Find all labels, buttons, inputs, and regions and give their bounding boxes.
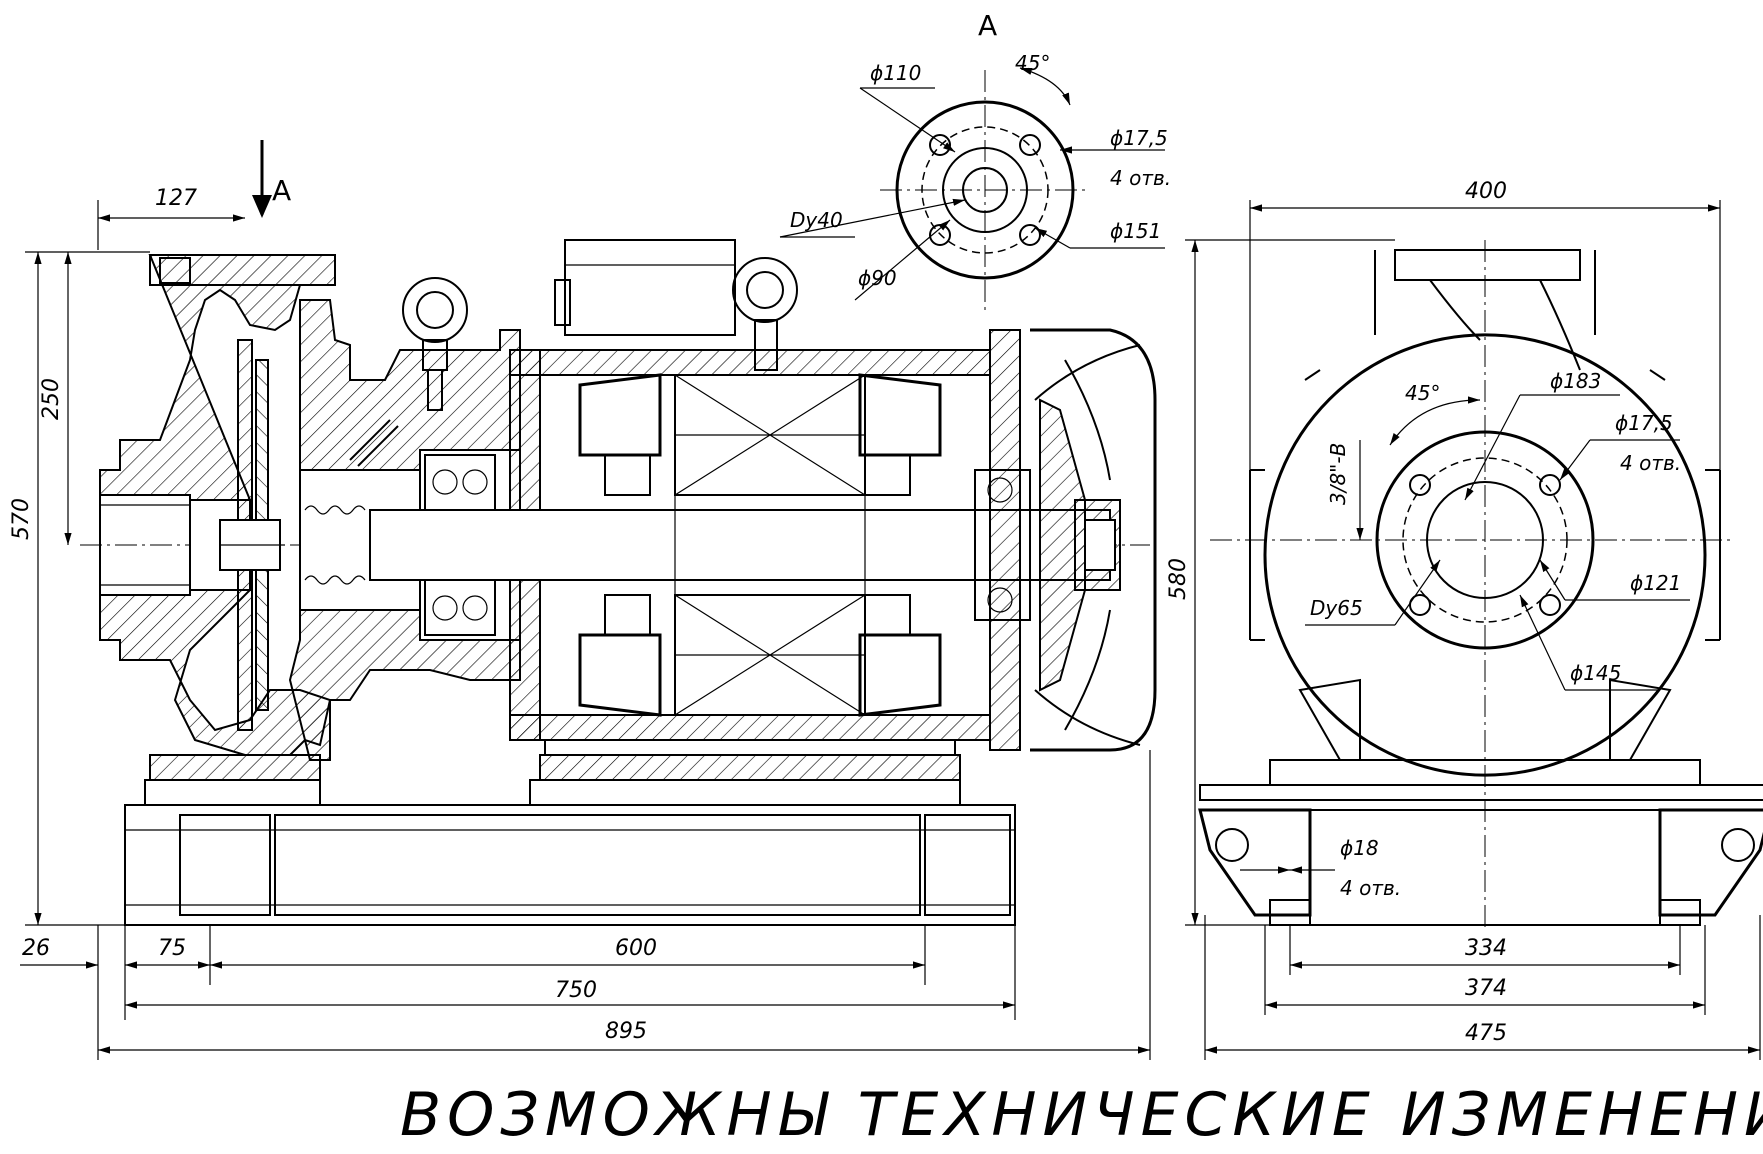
dim-75: 75 — [158, 936, 186, 961]
end-dia-18: ϕ18 — [1340, 836, 1379, 860]
end-holes: 4 отв. — [1620, 451, 1681, 475]
end-view: 400 580 45° ϕ183 ϕ17,5 4 отв. 3/8"-B ϕ12… — [1166, 179, 1763, 1060]
flange-a-dia-17-5: ϕ17,5 — [1110, 126, 1168, 150]
dim-570: 570 — [9, 498, 34, 540]
electric-motor — [369, 239, 1157, 756]
end-dia-183: ϕ183 — [1550, 369, 1601, 393]
flange-view-a: A 45° ϕ110 ϕ17,5 4 отв. Dy40 ϕ151 ϕ90 — [779, 9, 1171, 310]
side-section-view: A 127 250 570 26 75 — [9, 140, 1157, 1060]
dim-750: 750 — [555, 978, 597, 1003]
dim-127: 127 — [155, 186, 197, 211]
base-frame — [124, 754, 1016, 926]
end-dim-475: 475 — [1465, 1021, 1507, 1046]
end-dia-17-5: ϕ17,5 — [1615, 411, 1673, 435]
side-view-dimensions: 127 250 570 26 75 600 750 — [9, 186, 1151, 1060]
dim-895: 895 — [605, 1019, 647, 1044]
impeller — [219, 339, 285, 731]
flange-a-angle-45: 45° — [1015, 51, 1050, 75]
end-dim-400: 400 — [1465, 179, 1507, 204]
flange-a-holes: 4 отв. — [1110, 166, 1171, 190]
flange-a-dia-110: ϕ110 — [870, 61, 921, 85]
flange-a-dia-90: ϕ90 — [858, 266, 897, 290]
end-dim-580: 580 — [1166, 558, 1191, 600]
dim-600: 600 — [615, 936, 657, 961]
section-marker-top: A — [978, 9, 997, 42]
end-dn-65: Dy65 — [1310, 596, 1363, 620]
end-dim-334: 334 — [1465, 936, 1507, 961]
eye-bolt-left — [402, 277, 468, 411]
flange-a-dn-40: Dy40 — [790, 208, 843, 232]
section-marker-left: A — [272, 174, 291, 207]
end-thread: 3/8"-B — [1326, 443, 1350, 505]
end-base-holes: 4 отв. — [1340, 876, 1401, 900]
footer-note: ВОЗМОЖНЫ ТЕХНИЧЕСКИЕ ИЗМЕНЕНИЯ — [400, 1080, 1763, 1150]
end-dim-374: 374 — [1465, 976, 1507, 1001]
dim-26: 26 — [22, 936, 50, 961]
end-angle-45: 45° — [1405, 381, 1440, 405]
end-dia-145: ϕ145 — [1570, 661, 1621, 685]
dim-250: 250 — [39, 378, 64, 420]
flange-a-dia-151: ϕ151 — [1110, 219, 1161, 243]
end-dia-121: ϕ121 — [1630, 571, 1681, 595]
